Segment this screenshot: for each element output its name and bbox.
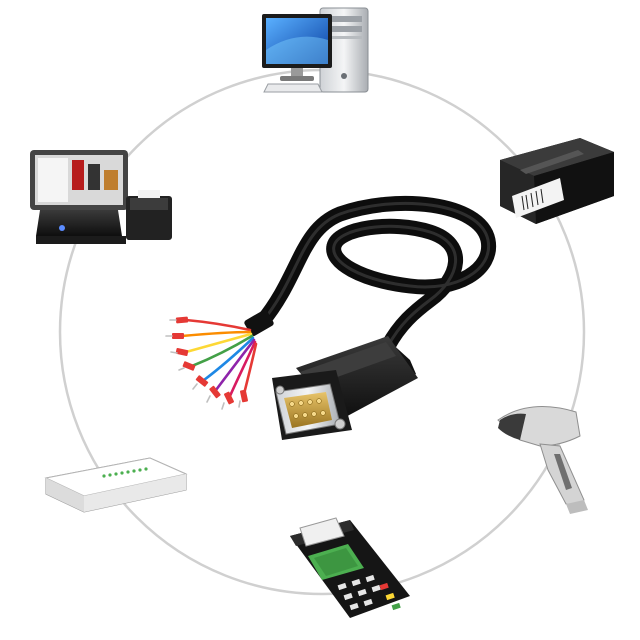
db9-connector-icon [272, 336, 418, 440]
desktop-computer-icon [262, 7, 369, 93]
device-ring [58, 68, 586, 596]
card-payment-terminal-icon [290, 517, 410, 618]
network-router-icon [44, 457, 188, 513]
pos-cash-register-icon [30, 150, 172, 244]
rs232-cable-icon [165, 195, 497, 440]
receipt-printer-icon [500, 138, 614, 224]
barcode-scanner-icon [497, 406, 588, 514]
